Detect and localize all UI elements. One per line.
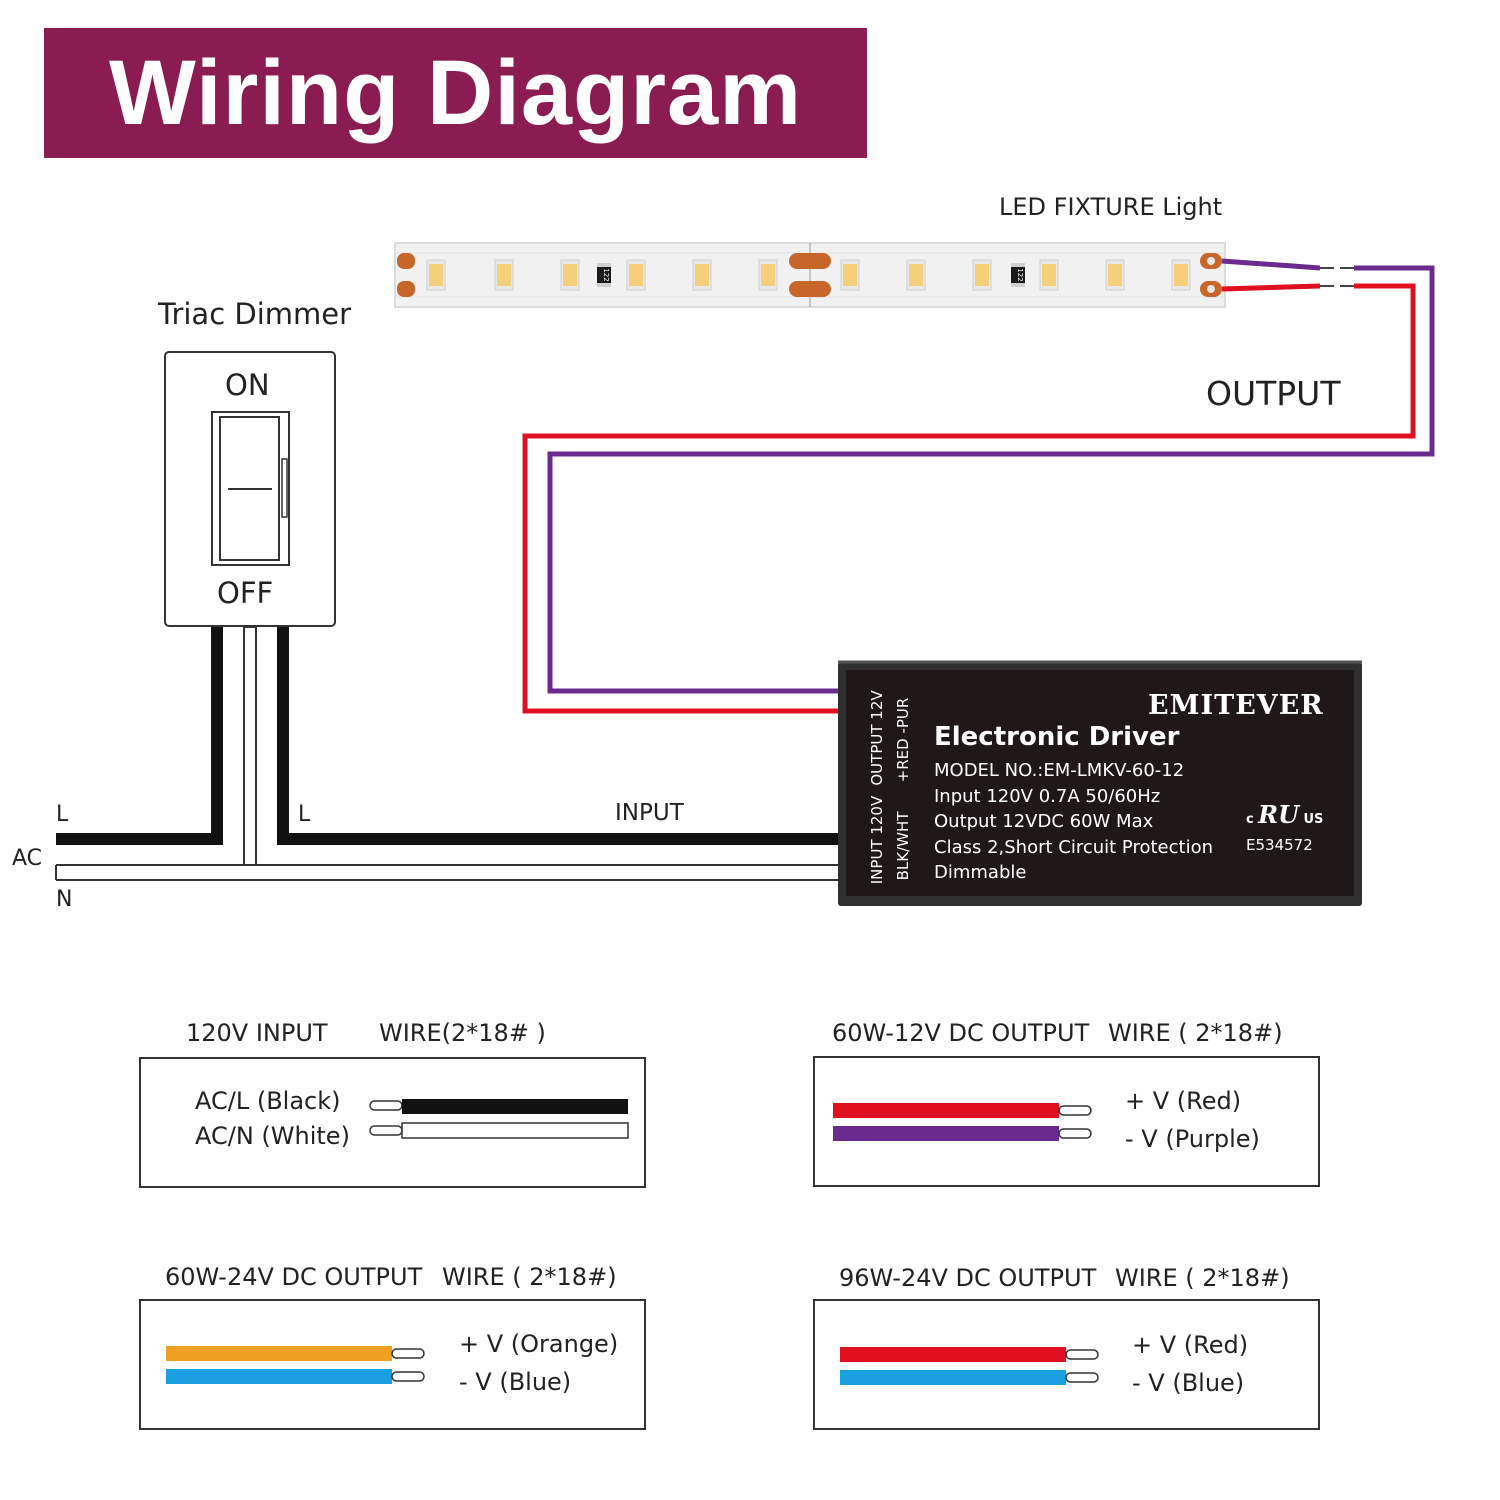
legend-wire-label: + V (Red) bbox=[1132, 1331, 1249, 1359]
legend-title: 96W-24V DC OUTPUT bbox=[839, 1264, 1097, 1292]
cert-c: c bbox=[1246, 812, 1254, 827]
legend-title: 60W-24V DC OUTPUT bbox=[165, 1263, 423, 1291]
page-title: Wiring Diagram bbox=[108, 41, 803, 144]
line-label-right: L bbox=[298, 802, 311, 827]
led-fixture-label: LED FIXTURE Light bbox=[999, 193, 1223, 221]
driver-spec-line: MODEL NO.:EM-LMKV-60-12 bbox=[934, 760, 1185, 781]
wire-swatch-purple bbox=[833, 1126, 1059, 1141]
legend-title: 120V INPUT bbox=[186, 1019, 328, 1047]
legend-wire-label: + V (Red) bbox=[1125, 1087, 1242, 1115]
dimmer-on-label: ON bbox=[225, 368, 270, 402]
solder-pad bbox=[397, 253, 415, 269]
legend-wire-label: - V (Purple) bbox=[1125, 1125, 1260, 1153]
title-banner: Wiring Diagram bbox=[44, 28, 867, 158]
legend-box-96w-24v bbox=[813, 1299, 1320, 1430]
legend-wire-label: + V (Orange) bbox=[459, 1330, 619, 1358]
led-chip bbox=[1105, 259, 1125, 291]
driver-spec-line: Class 2,Short Circuit Protection bbox=[934, 836, 1213, 858]
driver-heading: Electronic Driver bbox=[934, 722, 1180, 752]
wire-swatch-blue bbox=[166, 1369, 392, 1384]
dimmer-title: Triac Dimmer bbox=[158, 297, 352, 331]
legend-box-60w-12v bbox=[813, 1056, 1320, 1187]
triac-dimmer bbox=[164, 351, 336, 627]
driver-spec-line: Input 120V 0.7A 50/60Hz bbox=[934, 785, 1161, 807]
legend-wire-label: AC/L (Black) bbox=[195, 1087, 341, 1115]
legend-box-60w-24v bbox=[139, 1299, 646, 1430]
line-label-left: L bbox=[56, 802, 69, 827]
legend-title: 60W-12V DC OUTPUT bbox=[832, 1019, 1090, 1047]
purple-output-wire bbox=[547, 265, 1435, 694]
legend-wire-spec: WIRE ( 2*18#) bbox=[442, 1263, 617, 1291]
driver-brand: EMITEVER bbox=[1148, 690, 1324, 721]
strip-leads bbox=[1221, 258, 1354, 292]
resistor: 122 bbox=[1011, 263, 1025, 287]
driver-spec-line: Output 12VDC 60W Max bbox=[934, 811, 1154, 832]
output-label: OUTPUT bbox=[1206, 374, 1341, 413]
solder-pad bbox=[789, 253, 831, 269]
cert-us: US bbox=[1303, 812, 1324, 827]
wire-swatch-red bbox=[840, 1347, 1066, 1362]
wire-swatch-white bbox=[401, 1122, 629, 1139]
led-chip bbox=[840, 259, 860, 291]
resistor-code: 122 bbox=[1016, 268, 1024, 281]
ac-label: AC bbox=[12, 846, 43, 871]
legend-wire-spec: WIRE ( 2*18#) bbox=[1115, 1264, 1290, 1292]
led-chip bbox=[692, 259, 712, 291]
red-output-wire bbox=[522, 283, 1416, 714]
legend-wire-label: - V (Blue) bbox=[1132, 1369, 1245, 1397]
led-chip bbox=[1171, 259, 1191, 291]
led-chip bbox=[426, 259, 446, 291]
led-chip bbox=[494, 259, 514, 291]
resistor-code: 122 bbox=[602, 268, 610, 281]
legend-box-input bbox=[139, 1057, 646, 1188]
dimmer-wires bbox=[55, 626, 840, 881]
solder-pad bbox=[397, 281, 415, 297]
led-chip bbox=[560, 259, 580, 291]
led-chip bbox=[758, 259, 778, 291]
cert-symbol: RU bbox=[1258, 800, 1300, 829]
wire-swatch-blue bbox=[840, 1370, 1066, 1385]
input-label: INPUT bbox=[615, 800, 684, 826]
wire-swatch-red bbox=[833, 1103, 1059, 1118]
legend-wire-label: - V (Blue) bbox=[459, 1368, 572, 1396]
ul-cert-mark: c RU US bbox=[1246, 800, 1323, 829]
solder-pad bbox=[789, 281, 831, 297]
driver-spec-list: MODEL NO.:EM-LMKV-60-12 Input 120V 0.7A … bbox=[934, 758, 1213, 886]
wire-swatch-orange bbox=[166, 1346, 392, 1361]
led-chip bbox=[1039, 259, 1059, 291]
led-chip bbox=[906, 259, 926, 291]
legend-wire-spec: WIRE ( 2*18#) bbox=[1108, 1019, 1283, 1047]
electronic-driver bbox=[838, 660, 1362, 906]
wire-swatch-black bbox=[402, 1099, 628, 1114]
led-strip: 122 122 bbox=[394, 242, 1226, 308]
led-chip bbox=[972, 259, 992, 291]
led-chip bbox=[626, 259, 646, 291]
neutral-label: N bbox=[56, 887, 73, 912]
legend-wire-spec: WIRE(2*18# ) bbox=[379, 1019, 546, 1047]
cert-number: E534572 bbox=[1246, 836, 1313, 854]
resistor: 122 bbox=[597, 263, 611, 287]
driver-spec-line: Dimmable bbox=[934, 862, 1027, 883]
legend-wire-label: AC/N (White) bbox=[195, 1122, 350, 1150]
dimmer-off-label: OFF bbox=[217, 576, 274, 610]
